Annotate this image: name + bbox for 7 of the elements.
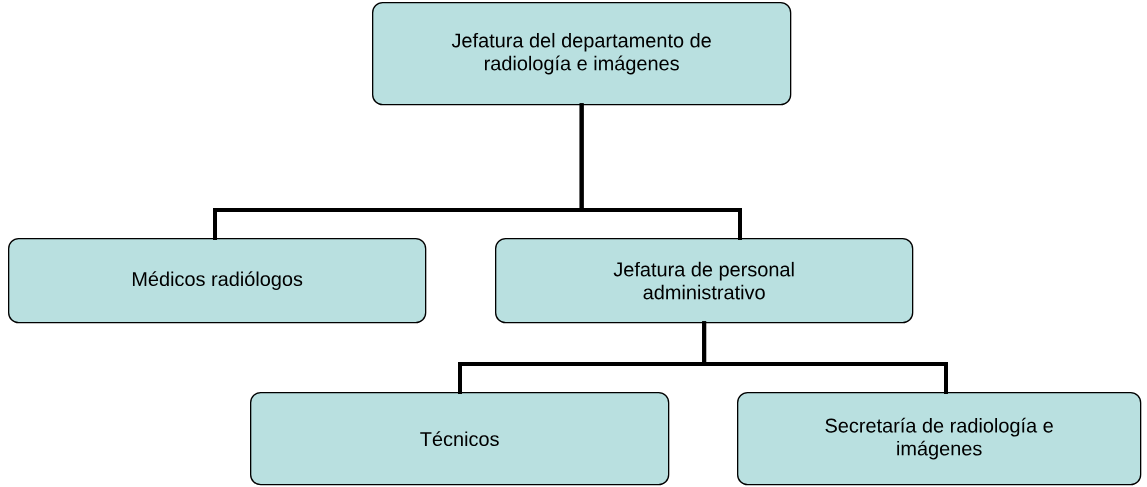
org-box: Jefatura del departamento de radiología e imágenes (372, 2, 792, 106)
connector-line (702, 321, 948, 394)
org-box: Jefatura de personal administrativo (495, 238, 914, 324)
org-box: Médicos radiólogos (8, 238, 427, 324)
connector-line (579, 103, 742, 240)
org-box: Técnicos (250, 392, 670, 486)
org-box: Secretaría de radiología e imágenes (737, 392, 1142, 486)
